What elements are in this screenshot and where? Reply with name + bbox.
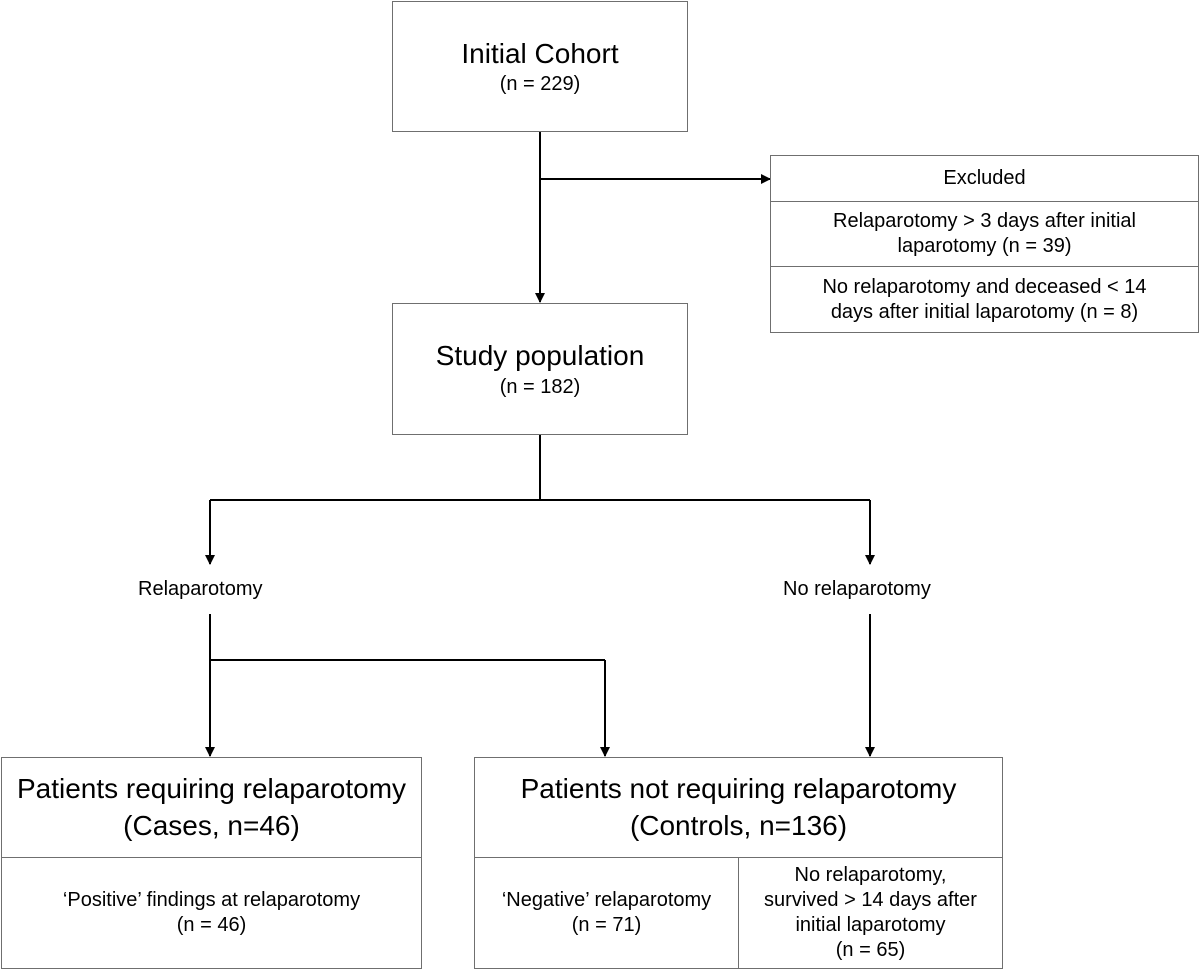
controls-title-line-1: Patients not requiring relaparotomy: [520, 773, 957, 805]
excluded-header: Excluded: [943, 167, 1026, 189]
excluded-reason-2-line-2: days after initial laparotomy (n = 8): [830, 300, 1139, 323]
controls-box: Patients not requiring relaparotomy (Con…: [474, 757, 1003, 969]
cases-finding-line-2: (n = 46): [176, 914, 247, 936]
relaparotomy-label: Relaparotomy: [138, 578, 263, 600]
excluded-reason-1-line-1: Relaparotomy > 3 days after initial: [833, 210, 1136, 232]
controls-negative-line-1: ‘Negative’ relaparotomy: [501, 889, 712, 911]
initial-cohort-n: (n = 229): [499, 73, 581, 96]
study-population-n: (n = 182): [499, 375, 581, 398]
cases-box: Patients requiring relaparotomy (Cases, …: [1, 757, 422, 969]
study-population-title: Study population: [435, 340, 645, 372]
no-relaparotomy-label: No relaparotomy: [783, 578, 931, 600]
study-population-box: Study population (n = 182): [392, 303, 688, 435]
initial-cohort-title: Initial Cohort: [461, 37, 619, 69]
controls-negative-line-2: (n = 71): [571, 914, 642, 936]
excluded-box: Excluded Relaparotomy > 3 days after ini…: [770, 155, 1199, 333]
excluded-reason-2-line-1: No relaparotomy and deceased < 14: [822, 275, 1147, 298]
controls-survived-line-3: initial laparotomy: [795, 914, 946, 936]
cases-finding-line-1: ‘Positive’ findings at relaparotomy: [62, 889, 361, 911]
cases-title-line-2: (Cases, n=46): [123, 809, 300, 841]
cases-title-line-1: Patients requiring relaparotomy: [16, 773, 407, 805]
controls-survived-line-1: No relaparotomy,: [794, 864, 947, 886]
initial-cohort-box: Initial Cohort (n = 229): [392, 1, 688, 132]
excluded-reason-1-line-2: laparotomy (n = 39): [897, 235, 1072, 257]
controls-survived-line-4: (n = 65): [835, 939, 906, 961]
controls-survived-line-2: survived > 14 days after: [764, 889, 977, 911]
controls-title-line-2: (Controls, n=136): [629, 809, 848, 841]
